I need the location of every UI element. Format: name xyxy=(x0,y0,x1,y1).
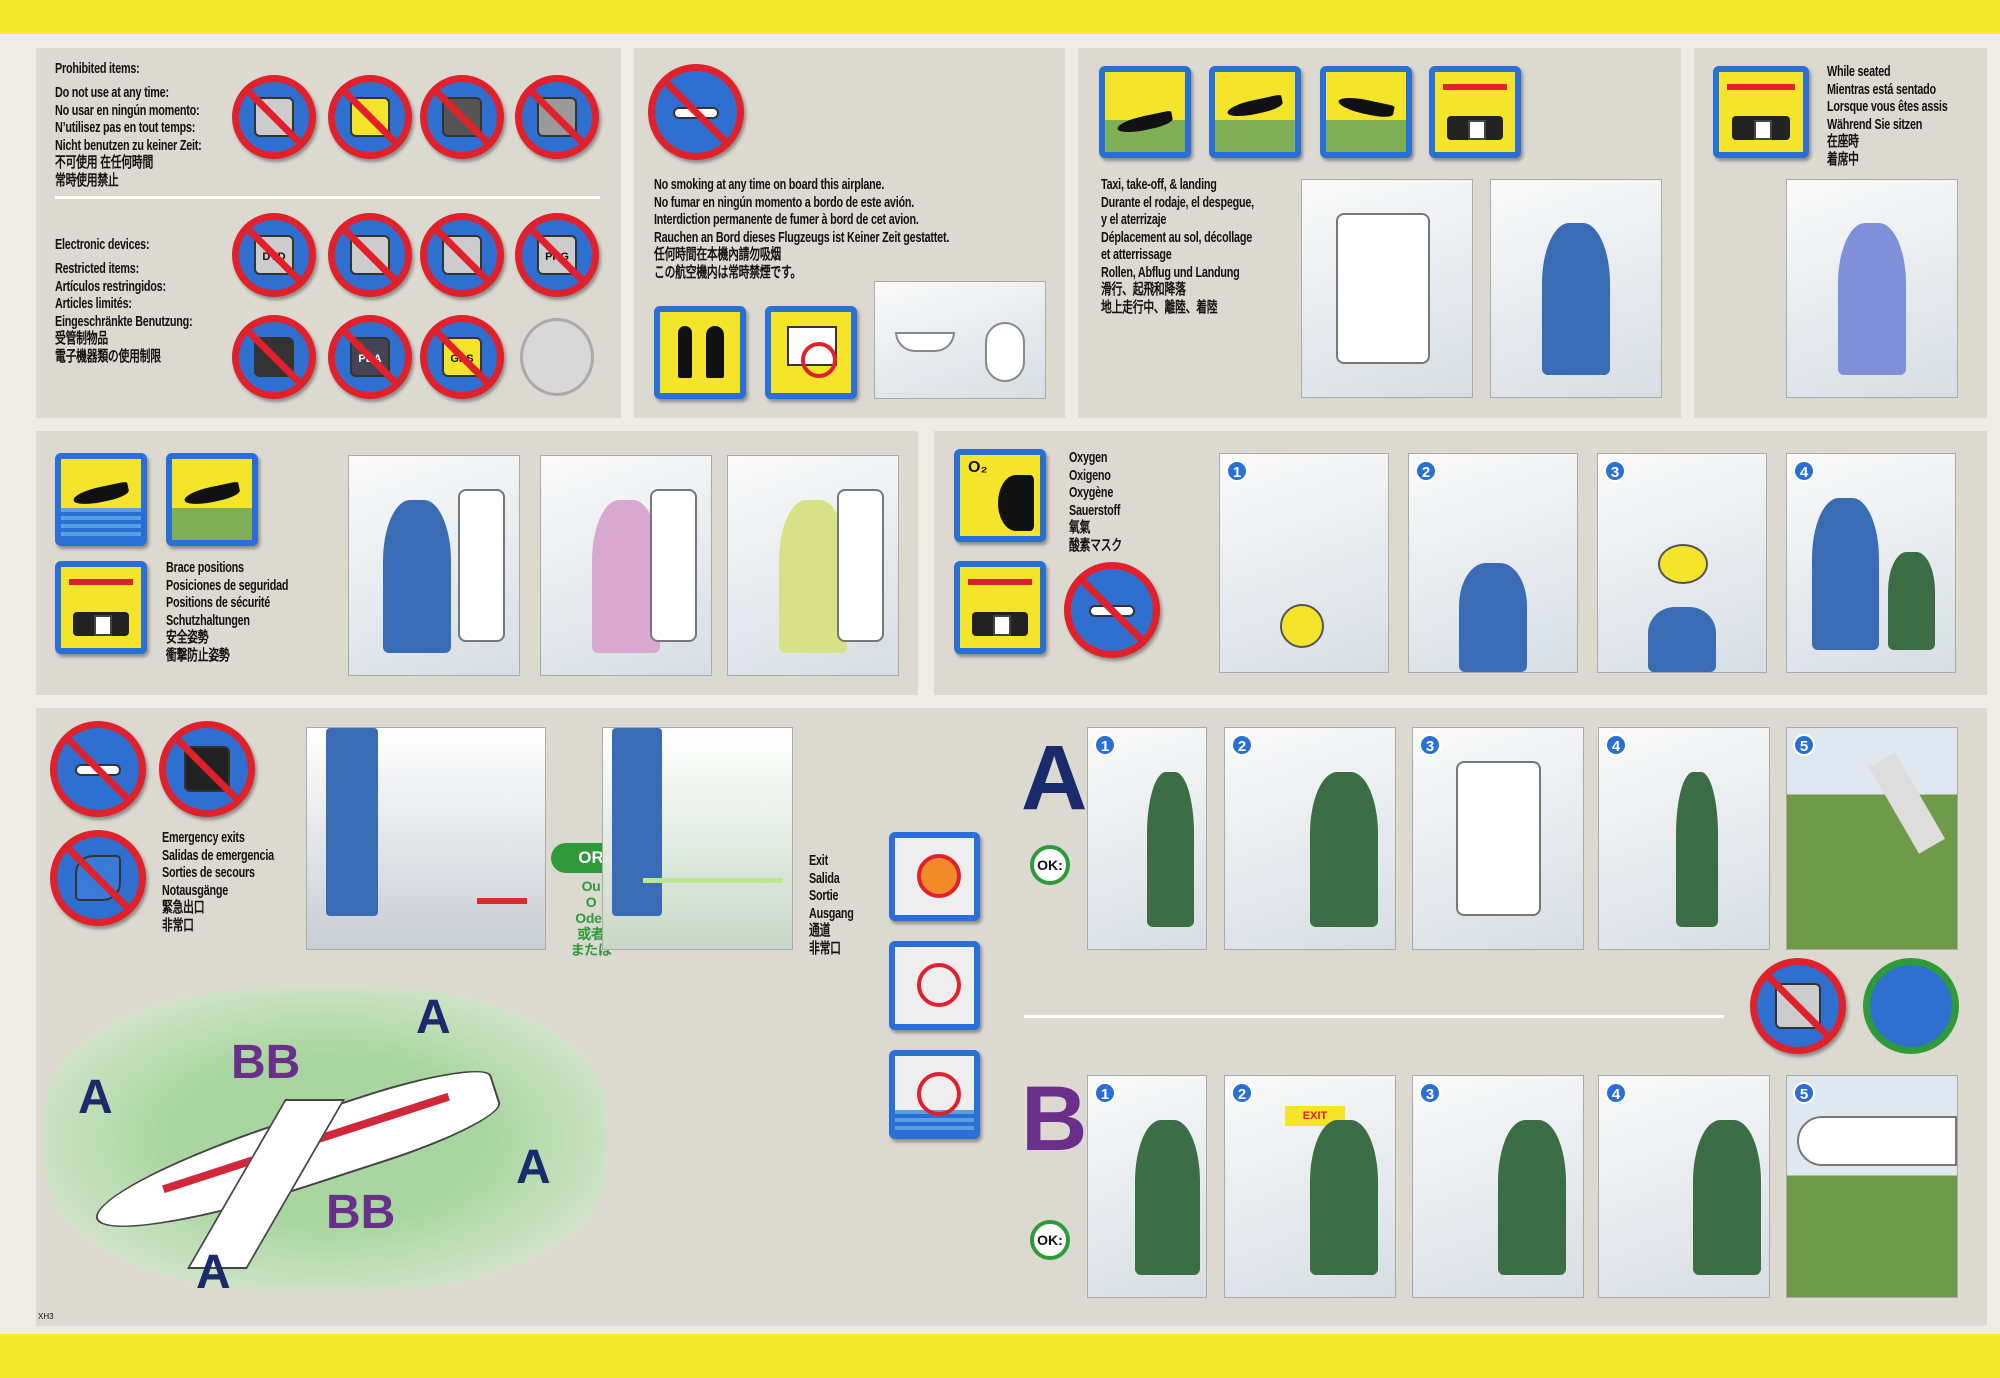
electronic-title: Electronic devices: xyxy=(55,236,150,253)
door-a-step-5-slide-illustration: 5 xyxy=(1786,727,1958,950)
brace-position-with-infant-illustration xyxy=(727,455,899,676)
floor-path-lighting-green-illustration xyxy=(602,727,793,950)
oxygen-mask-icon: O₂ xyxy=(954,449,1046,542)
restricted-laptop-icon xyxy=(420,213,504,297)
door-a-label: A xyxy=(1021,727,1088,829)
restricted-cd-player-icon xyxy=(328,213,412,297)
prohibited-items-panel: Prohibited items: Do not use at any time… xyxy=(36,48,621,418)
door-a-step-3-illustration: 3 xyxy=(1412,727,1584,950)
fasten-seatbelt-icon xyxy=(954,561,1046,654)
correct-exit-posture-icon xyxy=(1863,958,1959,1054)
door-b-step-3-illustration: 3 xyxy=(1412,1075,1584,1298)
no-fire-exit-icon xyxy=(889,832,980,921)
exit-label-bb: BB xyxy=(326,1186,396,1239)
brace-position-adult-child-illustration xyxy=(348,455,520,676)
door-b-step-4-illustration: 4 xyxy=(1598,1075,1770,1298)
fasten-seatbelt-icon xyxy=(1713,66,1809,158)
fasten-seatbelt-icon xyxy=(55,561,147,654)
no-baggage-icon xyxy=(159,721,255,817)
seatbelt-fastening-illustration xyxy=(1490,179,1662,398)
landing-icon xyxy=(1320,66,1412,158)
restricted-dvd-icon: DVD xyxy=(232,213,316,297)
exit-label-a: A xyxy=(516,1141,551,1194)
no-obstruction-exit-icon xyxy=(889,941,980,1030)
no-radio-icon xyxy=(328,75,412,159)
no-water-exit-icon xyxy=(889,1050,980,1139)
exit-label-a: A xyxy=(196,1246,231,1299)
footer-code: XH3 xyxy=(38,1312,54,1321)
taxi-icon xyxy=(1099,66,1191,158)
no-remote-control-icon xyxy=(515,75,599,159)
door-a-step-1-illustration: 1 xyxy=(1087,727,1207,950)
no-kneeling-at-exit-icon xyxy=(1750,958,1846,1054)
restricted-phone-icon xyxy=(232,315,316,399)
lavatory-icon xyxy=(654,306,746,399)
no-lighter-icon xyxy=(232,75,316,159)
no-tv-icon xyxy=(420,75,504,159)
section-divider xyxy=(1024,1015,1724,1018)
mp3-player-icon xyxy=(520,318,594,396)
door-b-step-1-illustration: 1 xyxy=(1087,1075,1207,1298)
door-b-step-5-wing-exit-illustration: 5 xyxy=(1786,1075,1958,1298)
no-high-heels-icon xyxy=(50,830,146,926)
exit-map: A A A A BB BB xyxy=(36,969,606,1314)
oxygen-step-2-illustration: 2 xyxy=(1408,453,1578,673)
takeoff-icon xyxy=(1209,66,1301,158)
top-yellow-band xyxy=(0,0,2000,34)
ground-landing-icon xyxy=(166,453,258,546)
no-smoking-icon xyxy=(1064,562,1160,658)
seated-passenger-illustration xyxy=(1786,179,1958,398)
door-b-label: B xyxy=(1021,1068,1088,1170)
restricted-gps-icon: GPS xyxy=(420,315,504,399)
lavatory-photo xyxy=(874,281,1046,399)
oxygen-step-3-illustration: 3 xyxy=(1597,453,1767,673)
restricted-printer-icon: PRG xyxy=(515,213,599,297)
floor-path-lighting-red-illustration xyxy=(306,727,546,950)
exit-label-bb: BB xyxy=(231,1036,301,1089)
water-landing-icon xyxy=(55,453,147,546)
divider xyxy=(55,196,600,199)
door-a-step-4-illustration: 4 xyxy=(1598,727,1770,950)
no-smoking-icon xyxy=(648,64,744,160)
oxygen-step-1-illustration: 1 xyxy=(1219,453,1389,673)
door-b-ok-badge: OK: xyxy=(1030,1220,1070,1260)
brace-position-pregnant-illustration xyxy=(540,455,712,676)
fasten-seatbelt-icon xyxy=(1429,66,1521,158)
seat-upright-illustration xyxy=(1301,179,1473,398)
no-smoking-panel: No smoking at any time on board this air… xyxy=(634,48,1065,418)
door-a-ok-badge: OK: xyxy=(1030,845,1070,885)
smoke-detector-icon xyxy=(765,306,857,399)
prohibited-title: Prohibited items: xyxy=(55,60,140,77)
bottom-yellow-band xyxy=(0,1334,2000,1378)
door-a-step-2-illustration: 2 xyxy=(1224,727,1396,950)
electronic-text: Restricted items:Artículos restringidos:… xyxy=(55,260,193,365)
restricted-pda-icon: PDA xyxy=(328,315,412,399)
exit-label-a: A xyxy=(416,991,451,1044)
no-smoking-icon xyxy=(50,721,146,817)
no-smoking-text: No smoking at any time on board this air… xyxy=(654,176,950,281)
prohibited-text: Do not use at any time:No usar en ningún… xyxy=(55,84,202,189)
oxygen-step-4-illustration: 4 xyxy=(1786,453,1956,673)
exit-label-a: A xyxy=(78,1071,113,1124)
